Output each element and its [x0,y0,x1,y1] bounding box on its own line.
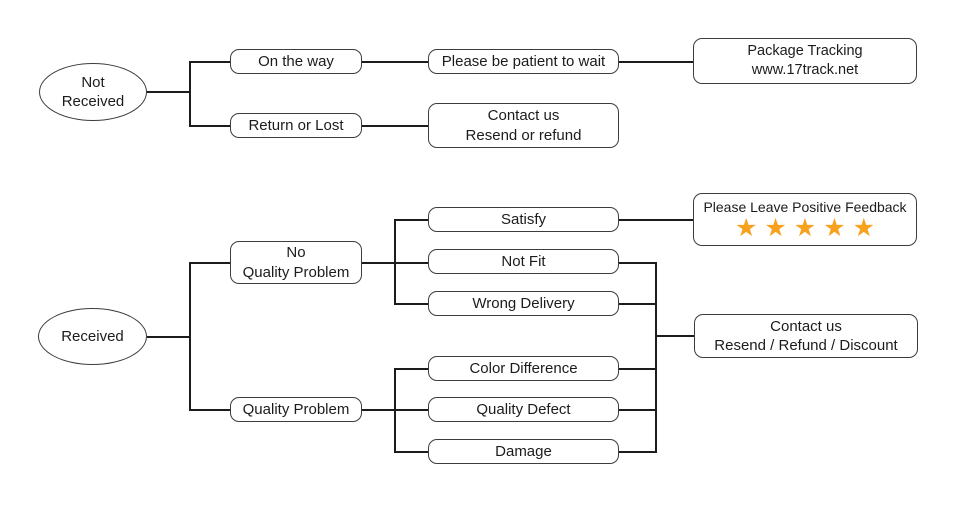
node-quality-problem: Quality Problem [230,397,362,422]
star-icon: ★ [734,214,758,243]
connector-line [189,61,191,127]
node-color-difference: Color Difference [428,356,619,381]
star-icon: ★ [823,214,846,243]
node-not-fit: Not Fit [428,249,619,274]
connector-line [619,368,656,370]
connector-line [394,219,396,305]
connector-line [394,303,428,305]
node-please-be-patient: Please be patient to wait [428,49,619,74]
connector-line [189,262,230,264]
connector-line [362,61,428,63]
node-package-tracking: Package Tracking www.17track.net [693,38,917,84]
star-icon: ★ [793,214,817,243]
connector-line [394,368,396,453]
connector-line [619,303,656,305]
connector-line [655,262,657,453]
ellipse-received: Received [38,308,147,365]
node-positive-feedback: Please Leave Positive Feedback ★ ★ ★ ★ ★ [693,193,917,246]
connector-line [146,91,190,93]
star-rating: ★ ★ ★ ★ ★ [735,216,875,241]
star-icon: ★ [852,214,876,243]
connector-line [394,368,428,370]
node-quality-defect: Quality Defect [428,397,619,422]
node-wrong-delivery: Wrong Delivery [428,291,619,316]
connector-line [619,262,656,264]
connector-line [619,409,656,411]
node-no-quality-problem: No Quality Problem [230,241,362,284]
connector-line [189,409,230,411]
connector-line [362,125,428,127]
connector-line [619,451,656,453]
star-icon: ★ [764,214,787,243]
node-contact-resend-refund: Contact us Resend or refund [428,103,619,148]
connector-line [394,451,428,453]
connector-line [189,125,230,127]
connector-line [394,219,428,221]
node-damage: Damage [428,439,619,464]
connector-line [189,61,230,63]
connector-line [619,61,693,63]
connector-line [619,219,693,221]
connector-line [147,336,189,338]
feedback-title: Please Leave Positive Feedback [703,198,907,215]
ellipse-not-received: Not Received [39,63,147,121]
node-return-or-lost: Return or Lost [230,113,362,138]
connector-line [189,262,191,411]
connector-line [655,335,694,337]
node-on-the-way: On the way [230,49,362,74]
node-contact-discount: Contact us Resend / Refund / Discount [694,314,918,358]
node-satisfy: Satisfy [428,207,619,232]
